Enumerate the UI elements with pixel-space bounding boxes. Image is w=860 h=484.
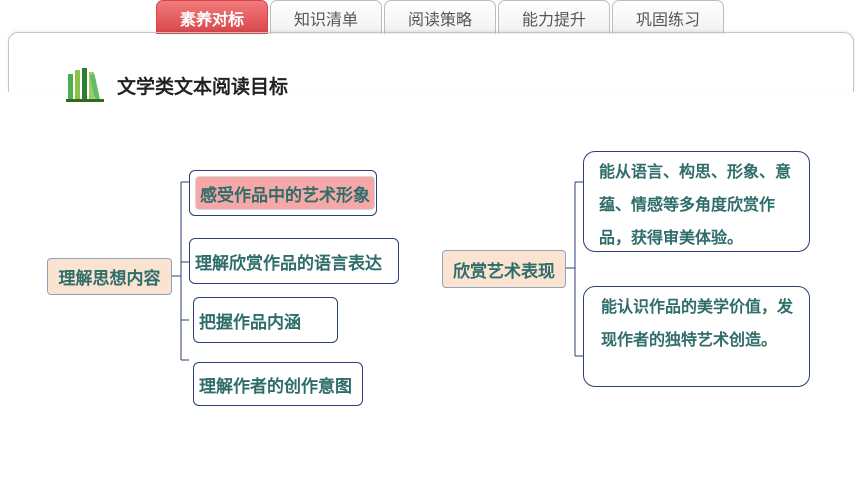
branch-node-artistic-image: 感受作品中的艺术形象: [189, 170, 377, 216]
root-node-appreciate-art: 欣赏艺术表现: [442, 250, 566, 288]
tab-literacy-benchmark[interactable]: 素养对标: [156, 0, 268, 34]
branch-label-highlighted: 感受作品中的艺术形象: [195, 176, 375, 210]
tab-consolidation-practice[interactable]: 巩固练习: [612, 0, 724, 34]
branch-node-aesthetic-value: 能认识作品的美学价值，发现作者的独特艺术创造。: [583, 286, 810, 387]
content-panel-frame: [8, 32, 854, 92]
page-title: 文学类文本阅读目标: [117, 76, 289, 98]
branch-node-author-intent: 理解作者的创作意图: [193, 362, 363, 406]
tab-bar: 素养对标 知识清单 阅读策略 能力提升 巩固练习: [156, 0, 726, 34]
branch-node-language-expression: 理解欣赏作品的语言表达: [189, 238, 399, 284]
branch-node-aesthetic-experience: 能从语言、构思、形象、意蕴、情感等多角度欣赏作品，获得审美体验。: [583, 151, 810, 252]
tab-knowledge-list[interactable]: 知识清单: [270, 0, 382, 34]
books-icon: [66, 68, 104, 102]
root-node-understand-content: 理解思想内容: [47, 258, 172, 295]
tab-reading-strategy[interactable]: 阅读策略: [384, 0, 496, 34]
tab-ability-improvement[interactable]: 能力提升: [498, 0, 610, 34]
branch-node-work-connotation: 把握作品内涵: [193, 297, 338, 343]
